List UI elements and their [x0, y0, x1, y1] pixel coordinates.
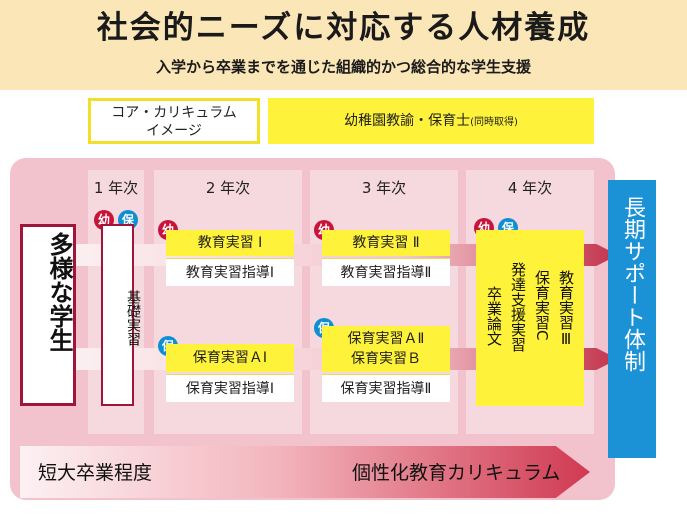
- page-subtitle: 入学から卒業までを通じた組織的かつ総合的な学生支援: [155, 58, 531, 76]
- year2-nursery-guidance: 保育実習指導Ⅰ: [166, 374, 294, 402]
- license-box: 幼稚園教諭・保育士(同時取得): [268, 98, 594, 144]
- year1-course-box: [101, 224, 134, 406]
- bottom-progress-arrow: [20, 446, 590, 498]
- year1-course-label: 基礎実習: [125, 290, 141, 346]
- header-band: [0, 0, 687, 90]
- year2-header: 2 年次: [205, 179, 251, 197]
- year4-course-box: [476, 230, 584, 406]
- bottom-left-label: 短大卒業程度: [38, 462, 153, 484]
- year4-course-2: 保育実習C: [533, 270, 551, 341]
- core-curriculum-line1: コア・カリキュラム: [111, 105, 237, 121]
- license-note: (同時取得): [470, 117, 518, 128]
- year4-course-1: 教育実習Ⅲ: [557, 270, 575, 348]
- long-term-support-box: [608, 180, 656, 458]
- core-curriculum-line2: イメージ: [146, 123, 202, 139]
- year3-nursery-course-b: 保育実習Ｂ: [351, 351, 421, 367]
- year3-kinder-guidance: 教育実習指導Ⅱ: [322, 258, 450, 286]
- year4-course-4: 卒業論文: [485, 286, 503, 346]
- page-title: 社会的ニーズに対応する人材養成: [96, 10, 591, 46]
- year2-nursery-course: 保育実習ＡⅠ: [166, 344, 294, 372]
- year4-header: 4 年次: [507, 179, 553, 197]
- diverse-students-box: [20, 224, 76, 406]
- year3-nursery-course: 保育実習ＡⅡ 保育実習Ｂ: [322, 326, 450, 372]
- bottom-right-label: 個性化教育カリキュラム: [352, 462, 561, 484]
- year3-kinder-course: 教育実習 Ⅱ: [322, 230, 450, 256]
- year3-nursery-guidance: 保育実習指導Ⅱ: [322, 374, 450, 402]
- core-curriculum-box: コア・カリキュラム イメージ: [88, 98, 260, 144]
- diverse-students-label: 多様な学生: [45, 232, 73, 352]
- year3-header: 3 年次: [361, 179, 407, 197]
- year2-kinder-guidance: 教育実習指導Ⅰ: [166, 258, 294, 286]
- year3-nursery-course-a: 保育実習ＡⅡ: [347, 331, 425, 347]
- long-term-support-label: 長期サポート体制: [620, 196, 645, 372]
- year1-header: 1 年次: [93, 179, 139, 197]
- year2-kinder-course: 教育実習 Ⅰ: [166, 230, 294, 256]
- year4-course-3: 発達支援実習: [509, 262, 527, 352]
- license-label: 幼稚園教諭・保育士: [344, 113, 471, 129]
